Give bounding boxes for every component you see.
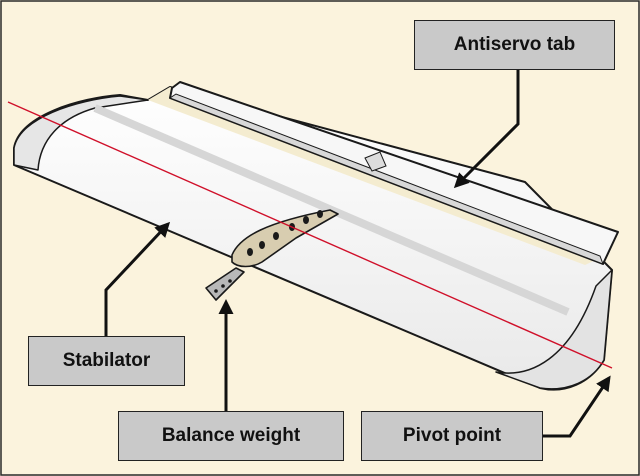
pivot-axis-line <box>7 101 613 369</box>
antiservo-tab <box>169 81 619 265</box>
cutaway-rib <box>231 209 339 268</box>
balance-weight-holes <box>214 279 232 293</box>
rib-lightening-holes <box>247 210 323 256</box>
pivot-point-leader <box>543 375 611 438</box>
balance-weight-label: Balance weight <box>118 411 344 461</box>
antiservo-tab-edge <box>168 93 604 265</box>
stabilator-label: Stabilator <box>28 336 185 386</box>
pivot-point-label: Pivot point <box>361 411 543 461</box>
right-tip-fairing <box>495 269 613 390</box>
antiservo-leader <box>453 70 520 189</box>
antiservo-tab-split <box>364 151 387 172</box>
antiservo-tab-label: Antiservo tab <box>414 20 615 70</box>
stabilator-leader <box>104 221 171 336</box>
